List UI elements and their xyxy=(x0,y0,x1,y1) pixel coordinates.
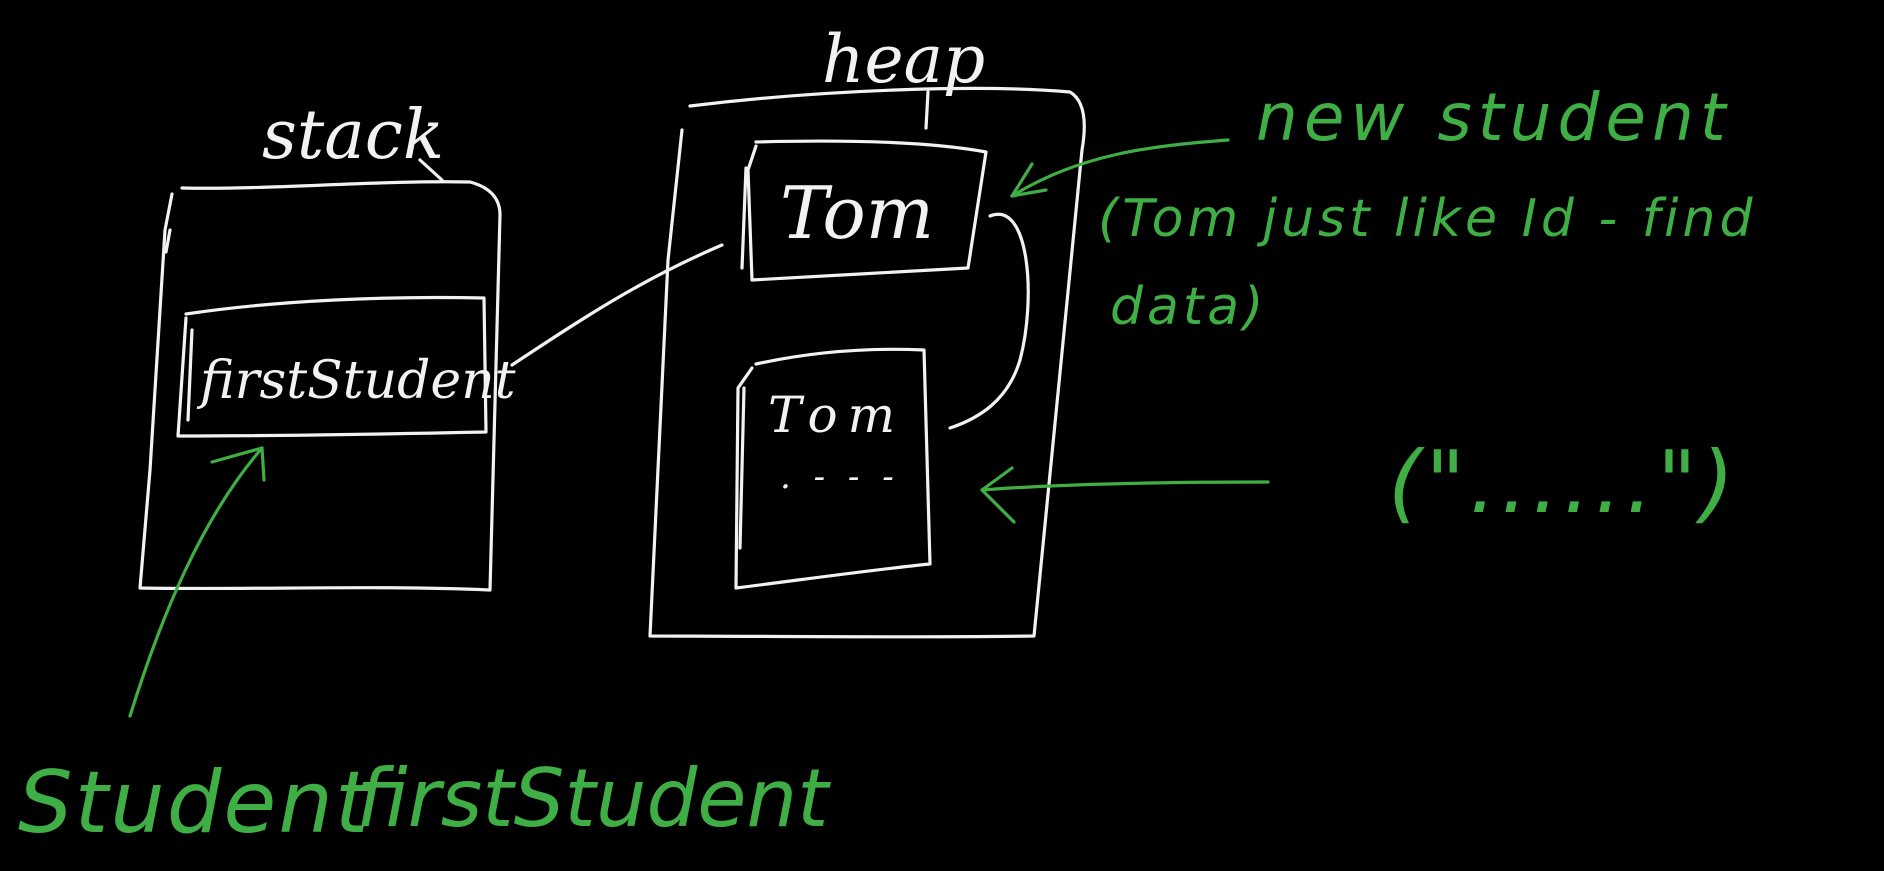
new-student-arrow-head xyxy=(1010,162,1048,198)
explanation-line-2: data) xyxy=(1110,277,1267,337)
heap-reference-link-curve xyxy=(948,212,1030,430)
new-student-annotation: new student xyxy=(1256,79,1732,156)
stack-box-outline xyxy=(138,180,502,592)
stack-title: stack xyxy=(262,96,444,175)
heap-reference-label: Tom xyxy=(780,171,934,255)
stack-left-tick xyxy=(164,228,172,254)
heap-reference-box-outline xyxy=(746,139,988,282)
heap-region: heap Tom Tom . - - - xyxy=(648,21,1086,639)
heap-box-outline xyxy=(648,86,1086,639)
stack-title-tick xyxy=(418,158,444,182)
declaration-arrow-line xyxy=(128,446,264,718)
reference-pointer-line xyxy=(510,243,724,367)
stack-variable-box-inner xyxy=(186,328,194,422)
constructor-args-arrow-head xyxy=(980,466,1016,524)
stack-region: stack firstStudent xyxy=(138,96,516,592)
heap-object-fields: . - - - xyxy=(780,457,900,497)
declaration-type: Student xyxy=(18,753,372,853)
declaration-arrow-head xyxy=(210,446,266,482)
heap-title-tick xyxy=(924,90,930,130)
heap-reference-box-inner xyxy=(740,166,748,270)
heap-reference-box: Tom xyxy=(740,139,988,282)
stack-variable-slot: firstStudent xyxy=(176,295,516,438)
stack-variable-box xyxy=(176,295,488,438)
heap-object-box: Tom . - - - xyxy=(734,347,932,590)
constructor-args-arrow-line xyxy=(980,480,1270,492)
heap-object-name: Tom xyxy=(768,386,905,444)
declaration-name: firstStudent xyxy=(356,752,831,845)
stack-variable-label: firstStudent xyxy=(196,351,516,411)
constructor-args-annotation: ("......") xyxy=(1388,433,1738,533)
explanation-line-1: (Tom just like Id - find xyxy=(1098,189,1756,249)
new-student-arrow-line xyxy=(1010,138,1230,198)
heap-object-box-inner xyxy=(738,386,746,550)
heap-object-box-outline xyxy=(734,347,932,590)
heap-title: heap xyxy=(822,21,985,98)
annotations: new student (Tom just like Id - find dat… xyxy=(18,79,1756,853)
